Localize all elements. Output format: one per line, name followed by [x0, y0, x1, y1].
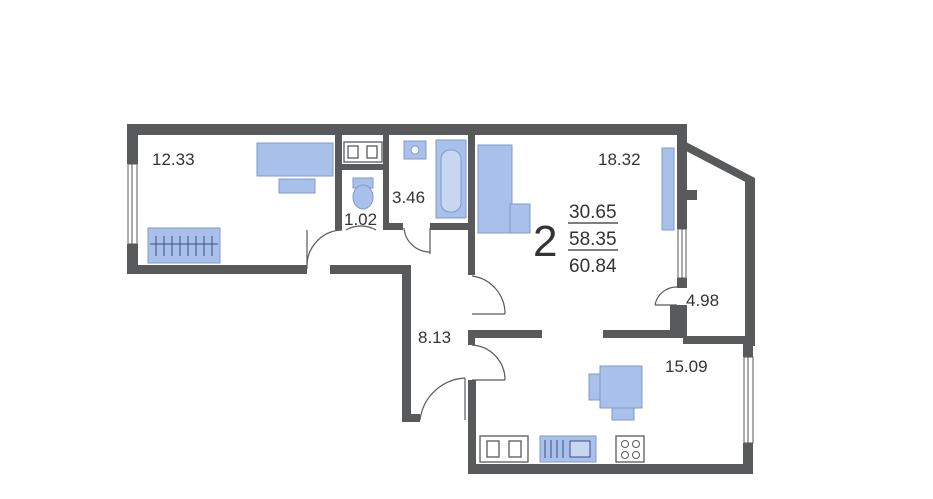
toilet-door-arc: [345, 225, 377, 231]
bedroom-area-label: 12.33: [152, 150, 195, 169]
kitchen-right-wall-lower: [743, 443, 753, 474]
area-labels: 12.33 3.46 1.02 18.32 4.98 8.13 15.09: [152, 150, 719, 376]
balcony-bottom-wall: [683, 336, 753, 344]
total-area-value: 58.35: [569, 229, 617, 250]
bath-living-wall: [468, 135, 475, 275]
tv-cabinet: [661, 147, 675, 231]
living-kitchen-wall: [603, 330, 683, 338]
balcony-diagonal-wall: [686, 142, 755, 187]
top-wall: [127, 124, 687, 135]
living-right-wall-mid: [677, 278, 687, 288]
kitchen-area-label: 15.09: [665, 357, 708, 376]
balcony-wall-stub: [683, 190, 697, 200]
living-door-arc: [471, 275, 506, 315]
balcony-door-arc: [654, 286, 678, 306]
bathroom-area-label: 3.46: [392, 188, 425, 207]
bottom-wall: [468, 464, 753, 474]
kitchen-door-arc: [471, 344, 506, 381]
rooms-count: 2: [533, 217, 557, 266]
entrance-door-arc: [419, 377, 466, 421]
bath-door-arc: [403, 227, 431, 253]
walls: [127, 124, 755, 474]
apartment-summary: 2 30.65 58.35 60.84: [533, 202, 618, 277]
toilet-bath-wall: [383, 135, 389, 230]
left-wall-upper: [127, 124, 138, 164]
kitchen-right-wall-upper: [743, 343, 753, 357]
total-area-with-balcony-value: 60.84: [569, 256, 617, 277]
hall-bottom-wall: [402, 414, 420, 422]
toilet-top-wall: [342, 164, 387, 170]
living-right-wall-lower: [670, 305, 687, 338]
hall-kitchen-wall: [468, 330, 542, 338]
dining-table: [599, 365, 643, 409]
furniture: [147, 139, 675, 463]
doors: [306, 225, 678, 421]
balcony-right-wall: [745, 178, 755, 346]
bed: [256, 142, 334, 177]
hallway-area-label: 8.13: [418, 328, 451, 347]
sofa-arm: [509, 203, 531, 234]
bedside-bench: [278, 178, 316, 194]
hall-top-wall: [330, 265, 410, 274]
bedroom-bath-wall: [335, 135, 342, 230]
windows: [127, 163, 754, 444]
stove: [615, 435, 645, 463]
toilet-area-label: 1.02: [344, 210, 377, 229]
hall-right-wall-stub: [468, 330, 475, 345]
living-right-wall-upper: [677, 124, 687, 229]
living-room-area-label: 18.32: [598, 150, 641, 169]
sofa: [477, 144, 513, 234]
bath-bottom-wall-left: [383, 223, 403, 230]
wardrobe: [147, 227, 221, 264]
left-wall-lower: [127, 244, 138, 274]
living-area-value: 30.65: [569, 202, 617, 223]
toilet-bowl: [352, 184, 374, 210]
balcony-area-label: 4.98: [686, 291, 719, 310]
bedroom-bottom-wall: [127, 265, 307, 274]
kitchen-left-wall: [468, 380, 476, 474]
bedroom-door-arc: [306, 229, 343, 266]
bath-bottom-wall-right: [430, 223, 475, 230]
chair-left: [588, 373, 601, 401]
chair-bottom: [611, 407, 635, 421]
hall-left-wall: [402, 265, 411, 422]
